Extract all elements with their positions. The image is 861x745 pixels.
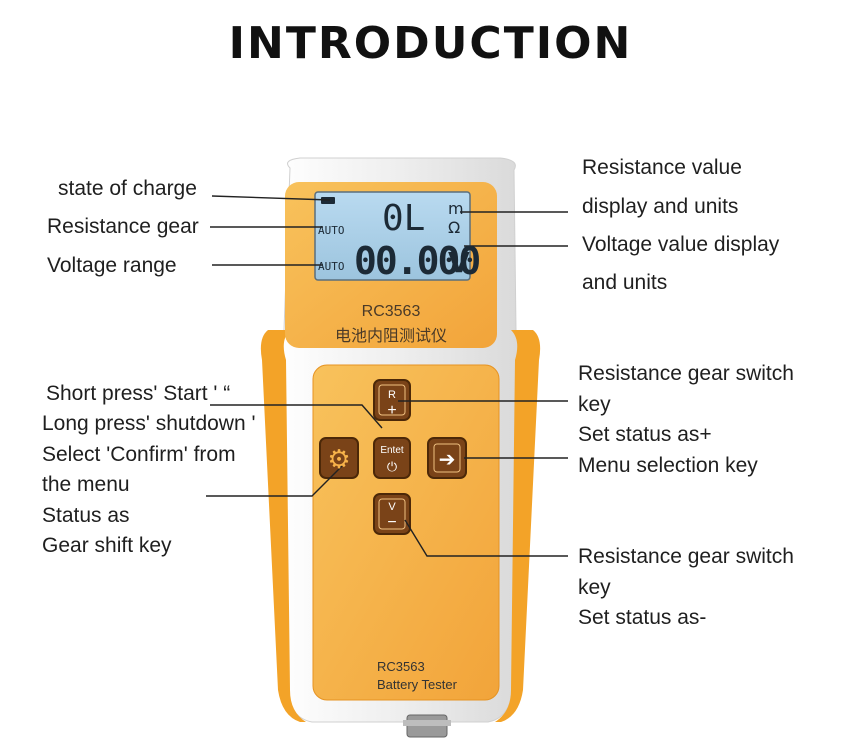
left-grip bbox=[260, 330, 306, 722]
key-v-label: V bbox=[388, 501, 396, 513]
device-chinese-name: 电池内阻测试仪 bbox=[335, 326, 447, 345]
label-menu-key: Menu selection key bbox=[578, 454, 758, 477]
label-minus-key-2: key bbox=[578, 576, 611, 599]
label-state-of-charge: state of charge bbox=[58, 177, 197, 200]
key-r-plus bbox=[373, 379, 411, 421]
label-voltage-display-2: and units bbox=[582, 271, 668, 294]
label-resistance-display-1: Resistance value bbox=[582, 156, 742, 179]
label-minus-key-3: Set status as- bbox=[578, 606, 707, 629]
key-enter-label: Entet bbox=[380, 445, 404, 456]
key-v-minus bbox=[373, 493, 411, 535]
right-grip bbox=[495, 330, 541, 722]
lcd-voltage-unit: V bbox=[448, 246, 470, 279]
key-r-label: R bbox=[388, 389, 396, 401]
key-v-symbol: − bbox=[387, 514, 396, 531]
label-start-line-6: Gear shift key bbox=[42, 534, 172, 557]
page-title: INTRODUCTION bbox=[228, 18, 633, 69]
lcd-resistance-unit-ohm: Ω bbox=[448, 218, 460, 237]
pointer-lines bbox=[206, 195, 568, 557]
bottom-name: Battery Tester bbox=[377, 677, 458, 692]
label-voltage-range: Voltage range bbox=[47, 254, 177, 277]
key-r-symbol: + bbox=[387, 402, 396, 419]
label-start-line-4: the menu bbox=[42, 473, 130, 496]
key-enter bbox=[373, 437, 411, 479]
label-start-line-1: Short press' Start ' “ bbox=[46, 382, 231, 405]
lcd-auto-resistance: AUTO bbox=[318, 224, 345, 237]
lcd-resistance-unit-m: m bbox=[448, 199, 464, 218]
label-resistance-gear: Resistance gear bbox=[47, 215, 199, 238]
label-voltage-display-1: Voltage value display bbox=[582, 233, 780, 256]
gear-icon: ⚙ bbox=[327, 445, 350, 475]
label-start-line-2: Long press' shutdown ' bbox=[42, 412, 256, 435]
lcd-voltage-value: 00.000 bbox=[354, 239, 479, 283]
label-plus-key-1: Resistance gear switch bbox=[578, 362, 794, 385]
arrow-right-icon: ➔ bbox=[439, 447, 456, 471]
power-icon: ⏻ bbox=[387, 460, 397, 475]
label-minus-key-1: Resistance gear switch bbox=[578, 545, 794, 568]
label-start-line-5: Status as bbox=[42, 504, 130, 527]
lcd-auto-voltage: AUTO bbox=[318, 260, 345, 273]
label-plus-key-3: Set status as+ bbox=[578, 423, 712, 446]
label-resistance-display-2: display and units bbox=[582, 195, 739, 218]
device-model: RC3563 bbox=[362, 303, 421, 320]
bottom-model: RC3563 bbox=[377, 659, 425, 674]
label-plus-key-2: key bbox=[578, 393, 611, 416]
lcd-resistance-value: 0L bbox=[382, 198, 425, 239]
key-gear bbox=[319, 437, 359, 479]
label-start-line-3: Select 'Confirm' from bbox=[42, 443, 236, 466]
lcd-screen bbox=[314, 191, 471, 281]
